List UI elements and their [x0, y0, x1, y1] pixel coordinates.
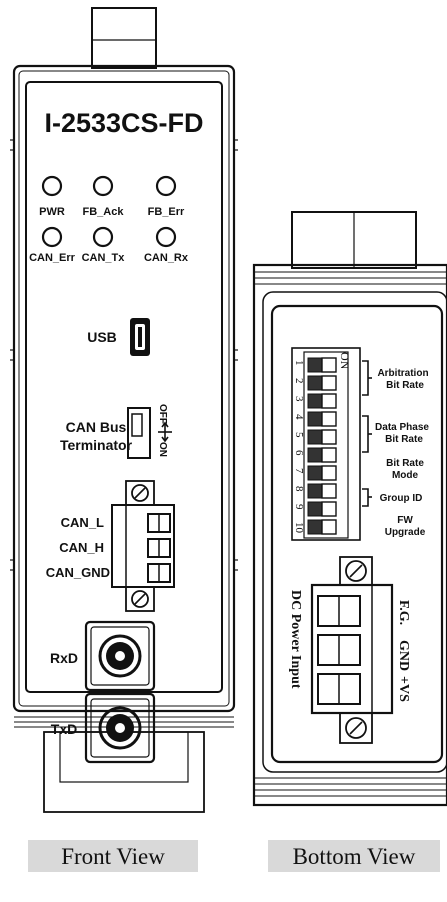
terminator-label: CAN Bus [66, 419, 127, 435]
dip-switch-row[interactable]: 10 [293, 519, 337, 535]
dip-switch-lever [307, 429, 323, 445]
dip-switch-row[interactable]: 9 [293, 501, 337, 517]
bottom-din-clip [43, 731, 205, 813]
fiber-port-rx [84, 620, 156, 692]
group-brackets [362, 360, 369, 507]
dip-on-label: ON [338, 352, 352, 370]
group-label: Bit Rate [385, 434, 423, 445]
front-view: I-2533CS-FD PWR FB_Ack FB_Err CAN_Err CA… [10, 7, 238, 872]
fiber-label-txd: TxD [51, 721, 77, 737]
terminator-switch-knob [131, 413, 143, 437]
dc-power-label: DC Power Input [288, 590, 303, 689]
dip-number-label: 9 [293, 504, 305, 510]
group-label: Group ID [380, 493, 423, 504]
power-pin-label: F.G. [396, 600, 411, 625]
power-pin-label: +VS [396, 676, 411, 702]
led-can-err-icon [41, 226, 63, 248]
led-label: FB_Err [148, 206, 185, 218]
led-can-rx-icon [155, 226, 177, 248]
dip-switch-lever [307, 519, 323, 535]
bottom-case [252, 263, 447, 807]
group-label: Bit Rate [386, 380, 424, 391]
led-label: PWR [39, 206, 65, 218]
terminator-label: Terminator [60, 437, 133, 453]
led-label: CAN_Err [29, 252, 76, 264]
fiber-label-rxd: RxD [50, 650, 78, 666]
dip-switch-row[interactable]: 4 [293, 411, 337, 427]
led-fb-ack-icon [92, 175, 114, 197]
group-label: Mode [392, 470, 419, 481]
dip-switch-lever [307, 465, 323, 481]
bottom-view-caption: Bottom View [293, 844, 416, 869]
dip-number-label: 2 [293, 378, 305, 384]
dip-switch-lever [307, 393, 323, 409]
group-label: Arbitration [377, 368, 428, 379]
fiber-port-tx [84, 692, 156, 764]
bottom-caption-box [268, 840, 440, 872]
group-label: FW [397, 515, 413, 526]
can-pin-label: CAN_GND [46, 565, 110, 580]
switch-on-label: ON [157, 442, 168, 457]
front-case [12, 64, 236, 713]
dip-number-label: 3 [293, 396, 305, 402]
usb-label: USB [87, 329, 117, 345]
dip-switch-row[interactable]: 1 [293, 357, 337, 373]
dip-switch-lever [307, 447, 323, 463]
dip-switch-row[interactable]: 7 [293, 465, 337, 481]
dip-number-label: 7 [293, 468, 305, 474]
led-pwr-icon [41, 175, 63, 197]
dip-number-label: 10 [293, 522, 305, 534]
dip-switch[interactable] [291, 347, 361, 541]
dip-number-label: 4 [293, 414, 305, 420]
led-fb-err-icon [155, 175, 177, 197]
can-pin-label: CAN_H [59, 540, 104, 555]
screw-icon [131, 590, 149, 608]
dip-switch-lever [307, 483, 323, 499]
dip-switch-lever [307, 375, 323, 391]
dip-number-label: 1 [293, 360, 305, 366]
screw-icon [131, 484, 149, 502]
dip-switch-row[interactable]: 3 [293, 393, 337, 409]
dip-switch-row[interactable]: 2 [293, 375, 337, 391]
power-pin-label: GND [396, 640, 411, 671]
can-connector [111, 480, 175, 612]
led-label: CAN_Tx [82, 252, 126, 264]
screw-icon [345, 560, 367, 582]
group-label: Data Phase [375, 422, 429, 433]
dip-switch-lever [307, 501, 323, 517]
led-group: PWR FB_Ack FB_Err CAN_Err CAN_Tx CAN_Rx [29, 175, 189, 264]
can-pin-label: CAN_L [61, 515, 104, 530]
dip-number-label: 8 [293, 486, 305, 492]
switch-direction-arrow-icon [158, 421, 172, 443]
switch-off-label: OFF [157, 404, 168, 424]
dip-switch-row[interactable]: 6 [293, 447, 337, 463]
group-label: Upgrade [385, 527, 426, 538]
led-label: FB_Ack [83, 206, 125, 218]
top-din-clip [91, 7, 157, 69]
bottom-panel [270, 304, 444, 764]
power-connector [310, 556, 394, 744]
terminator-switch[interactable] [127, 407, 151, 459]
product-title: I-2533CS-FD [44, 108, 203, 138]
dip-number-label: 5 [293, 432, 305, 438]
led-label: CAN_Rx [144, 252, 189, 264]
dip-switch-row[interactable]: 8 [293, 483, 337, 499]
front-caption-box [28, 840, 198, 872]
led-can-tx-icon [92, 226, 114, 248]
bottom-view: 1 2 3 4 5 6 7 8 9 10 ON Arbitration Bit Rate Data… [252, 211, 447, 872]
group-label: Bit Rate [386, 458, 424, 469]
dip-switch-lever [307, 411, 323, 427]
dip-rows: 1 2 3 4 5 6 7 8 9 10 [293, 357, 337, 535]
dip-switch-row[interactable]: 5 [293, 429, 337, 445]
front-view-caption: Front View [61, 844, 165, 869]
screw-icon [345, 717, 367, 739]
dip-switch-lever [307, 357, 323, 373]
dip-number-label: 6 [293, 450, 305, 456]
front-panel [25, 81, 223, 693]
